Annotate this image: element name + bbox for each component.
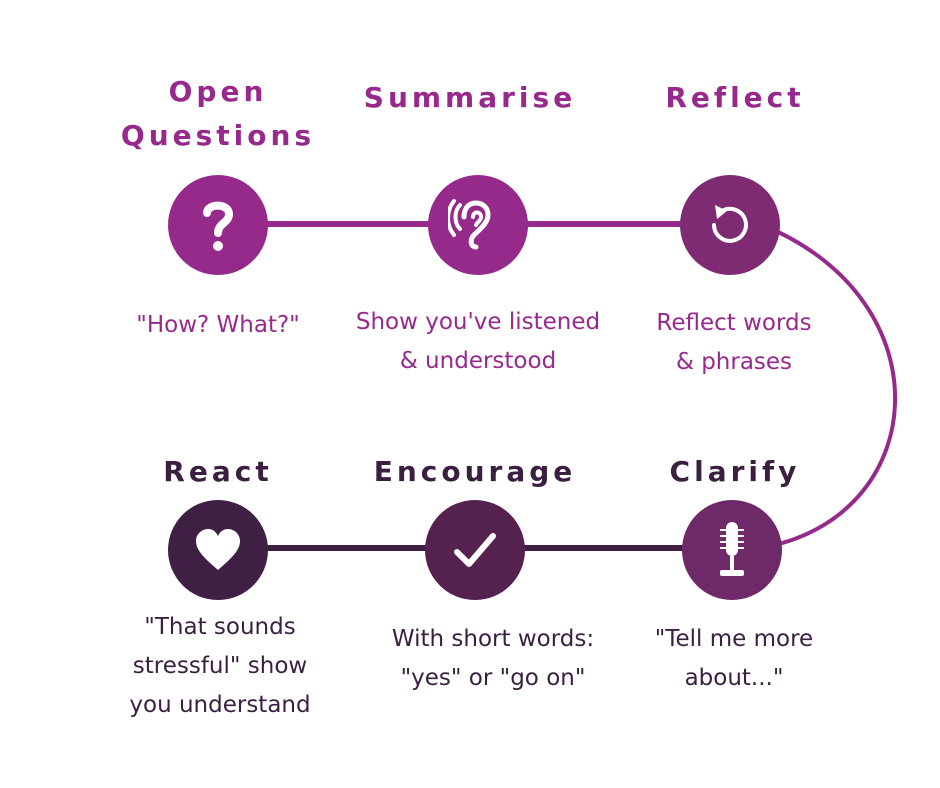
react-node xyxy=(168,500,268,600)
encourage-node xyxy=(425,500,525,600)
step-desc-line: Show you've listened xyxy=(355,309,601,335)
step-title-encourage: Encourage xyxy=(340,450,610,494)
step-title-line: Reflect xyxy=(665,81,805,114)
checkmark-icon xyxy=(454,533,496,567)
step-desc-line: stressful" show xyxy=(132,653,308,679)
heart-icon xyxy=(196,529,240,570)
reflect-node xyxy=(680,175,780,275)
step-title-reflect: Reflect xyxy=(620,76,850,120)
curved-connector-line xyxy=(759,222,898,550)
refresh-icon xyxy=(712,205,748,243)
step-desc-line: "That sounds xyxy=(144,614,296,640)
step-desc-line: Reflect words xyxy=(656,310,812,336)
step-desc-line: you understand xyxy=(129,692,311,718)
step-title-line: Open xyxy=(168,75,268,108)
summarise-node xyxy=(428,175,528,275)
step-title-line: Clarify xyxy=(669,455,801,488)
step-title-line: Summarise xyxy=(363,81,577,114)
step-desc-line: "Tell me more xyxy=(654,626,814,652)
step-desc-reflect: Reflect words & phrases xyxy=(622,304,846,382)
step-title-line: React xyxy=(163,455,273,488)
step-desc-clarify: "Tell me more about..." xyxy=(622,620,846,698)
step-title-summarise: Summarise xyxy=(340,76,600,120)
step-desc-open-questions: "How? What?" xyxy=(90,306,346,345)
step-title-clarify: Clarify xyxy=(620,450,850,494)
question-mark-icon xyxy=(203,201,234,251)
step-title-line: Questions xyxy=(120,119,316,152)
step-desc-line: & understood xyxy=(399,348,557,374)
step-desc-line: With short words: xyxy=(391,626,595,652)
step-desc-encourage: With short words: "yes" or "go on" xyxy=(358,620,628,698)
open-questions-node xyxy=(168,175,268,275)
step-desc-line: about..." xyxy=(684,665,784,691)
microphone-icon xyxy=(720,522,744,576)
clarify-node xyxy=(682,500,782,600)
step-title-react: React xyxy=(120,450,316,494)
step-desc-line: "How? What?" xyxy=(136,312,300,338)
step-desc-summarise: Show you've listened & understood xyxy=(330,303,626,381)
ear-icon xyxy=(448,199,491,250)
step-desc-line: "yes" or "go on" xyxy=(400,665,586,691)
step-desc-line: & phrases xyxy=(675,349,793,375)
step-title-open-questions: Open Questions xyxy=(100,70,336,158)
step-desc-react: "That sounds stressful" show you underst… xyxy=(96,608,344,725)
step-title-line: Encourage xyxy=(373,455,577,488)
